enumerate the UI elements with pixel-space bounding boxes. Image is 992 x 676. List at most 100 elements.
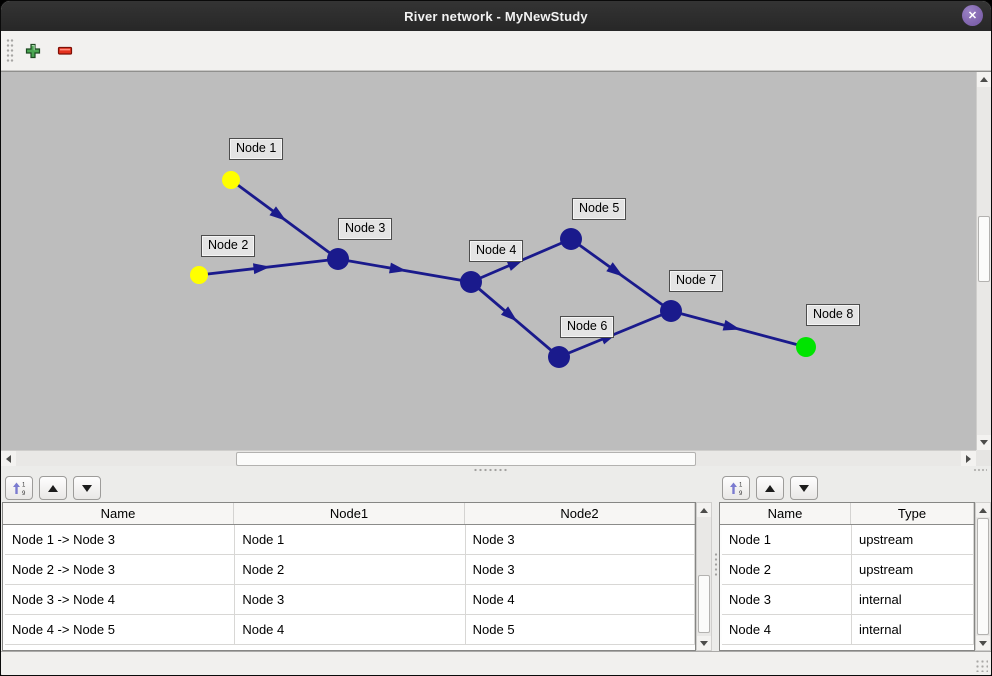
- graph-node[interactable]: [327, 248, 349, 270]
- graph-node[interactable]: [560, 228, 582, 250]
- table-cell[interactable]: Node 4: [466, 585, 695, 614]
- graph-node[interactable]: [460, 271, 482, 293]
- svg-text:9: 9: [22, 491, 26, 496]
- toolbar-drag-handle[interactable]: [6, 37, 14, 64]
- table-cell[interactable]: Node 4: [235, 615, 466, 644]
- table-cell[interactable]: Node 3: [722, 585, 852, 614]
- table-cell[interactable]: Node 2: [235, 555, 466, 584]
- nodes-table-scrollbar[interactable]: [975, 502, 991, 651]
- table-cell[interactable]: Node 4 -> Node 5: [5, 615, 236, 644]
- vertical-splitter[interactable]: [712, 474, 719, 651]
- remove-button[interactable]: [52, 38, 78, 64]
- table-cell[interactable]: Node 3: [466, 555, 695, 584]
- scroll-right-button[interactable]: [961, 451, 976, 467]
- table-cell[interactable]: upstream: [852, 525, 974, 554]
- splitter-handle-icon: [473, 468, 507, 473]
- vertical-scroll-thumb[interactable]: [977, 518, 989, 635]
- triangle-down-icon: [700, 640, 708, 646]
- status-bar: [1, 651, 991, 675]
- svg-text:9: 9: [739, 491, 743, 496]
- splitter-grip-icon: [973, 468, 987, 473]
- edges-table-header: Name Node1 Node2: [3, 503, 695, 525]
- triangle-up-icon: [700, 507, 708, 513]
- move-down-button[interactable]: [73, 476, 101, 500]
- table-cell[interactable]: Node 3: [466, 525, 695, 554]
- move-up-button[interactable]: [39, 476, 67, 500]
- red-minus-icon: [57, 46, 73, 55]
- scroll-down-button[interactable]: [976, 636, 990, 650]
- table-cell[interactable]: upstream: [852, 555, 974, 584]
- table-cell[interactable]: Node 1: [722, 525, 852, 554]
- move-up-button[interactable]: [756, 476, 784, 500]
- add-button[interactable]: [20, 38, 46, 64]
- edge-arrow-icon: [606, 262, 624, 277]
- table-cell[interactable]: Node 5: [466, 615, 695, 644]
- table-cell[interactable]: Node 3 -> Node 4: [5, 585, 236, 614]
- table-cell[interactable]: internal: [852, 615, 974, 644]
- titlebar[interactable]: River network - MyNewStudy ✕: [1, 1, 991, 31]
- scroll-up-button[interactable]: [977, 72, 991, 87]
- table-cell[interactable]: Node 1: [235, 525, 466, 554]
- table-cell[interactable]: Node 4: [722, 615, 852, 644]
- column-header-name[interactable]: Name: [3, 503, 234, 524]
- canvas-vertical-scrollbar[interactable]: [976, 72, 991, 450]
- column-header-node1[interactable]: Node1: [234, 503, 465, 524]
- edges-table-scrollbar[interactable]: [696, 502, 712, 651]
- column-header-node2[interactable]: Node2: [465, 503, 695, 524]
- close-icon: ✕: [967, 10, 978, 22]
- triangle-down-icon: [799, 484, 809, 492]
- triangle-down-icon: [979, 640, 987, 646]
- node-label: Node 7: [669, 270, 724, 292]
- edges-panel: 1 9 Name Node1 Node2: [1, 474, 712, 651]
- river-network-svg: [198, 178, 807, 359]
- bottom-panels: 1 9 Name Node1 Node2: [1, 474, 991, 651]
- column-header-name[interactable]: Name: [720, 503, 851, 524]
- graph-node[interactable]: [796, 337, 816, 357]
- scroll-up-button[interactable]: [976, 503, 990, 517]
- scroll-down-button[interactable]: [977, 435, 991, 450]
- scroll-up-button[interactable]: [697, 503, 711, 517]
- table-cell[interactable]: Node 2 -> Node 3: [5, 555, 236, 584]
- node-label: Node 6: [560, 316, 615, 338]
- horizontal-splitter[interactable]: [1, 466, 991, 474]
- table-cell[interactable]: internal: [852, 585, 974, 614]
- table-cell[interactable]: Node 3: [235, 585, 466, 614]
- canvas-horizontal-scrollbar[interactable]: [1, 450, 976, 467]
- node-label: Node 8: [806, 304, 861, 326]
- move-down-button[interactable]: [790, 476, 818, 500]
- scroll-left-button[interactable]: [1, 451, 16, 467]
- edge-arrow-icon: [500, 306, 518, 322]
- graph-node[interactable]: [660, 300, 682, 322]
- sort-button[interactable]: 1 9: [5, 476, 33, 500]
- column-header-type[interactable]: Type: [851, 503, 974, 524]
- table-cell[interactable]: Node 2: [722, 555, 852, 584]
- close-button[interactable]: ✕: [962, 5, 983, 26]
- triangle-up-icon: [48, 484, 58, 492]
- resize-grip[interactable]: [975, 659, 988, 672]
- scroll-down-button[interactable]: [697, 636, 711, 650]
- horizontal-scroll-thumb[interactable]: [236, 452, 696, 466]
- table-cell[interactable]: Node 1 -> Node 3: [5, 525, 236, 554]
- graph-node[interactable]: [222, 171, 240, 189]
- vertical-scroll-thumb[interactable]: [698, 575, 710, 633]
- green-plus-icon: [25, 43, 41, 58]
- window-title: River network - MyNewStudy: [404, 8, 588, 24]
- nodes-toolbar: 1 9: [718, 474, 991, 502]
- sort-button[interactable]: 1 9: [722, 476, 750, 500]
- graph-node[interactable]: [190, 266, 208, 284]
- vertical-scroll-thumb[interactable]: [978, 216, 990, 282]
- graph-node[interactable]: [548, 346, 570, 368]
